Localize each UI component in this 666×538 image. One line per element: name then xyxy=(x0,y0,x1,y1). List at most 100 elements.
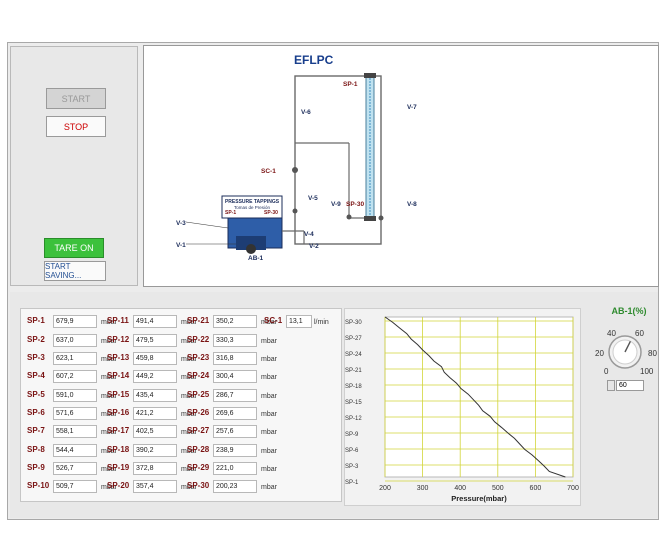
sp-26-value: 269,6 xyxy=(213,407,257,420)
y-tick-label: SP-27 xyxy=(345,336,362,342)
sc1-sensor xyxy=(292,167,298,173)
label-v6: V-6 xyxy=(301,109,311,116)
start-button[interactable]: START xyxy=(46,88,106,109)
sp-10-label: SP-10 xyxy=(27,481,50,490)
sp-24-value: 300,4 xyxy=(213,370,257,383)
sp-2-unit: mbar xyxy=(101,338,117,345)
sp-5-label: SP-5 xyxy=(27,390,45,399)
x-axis-label: Pressure(mbar) xyxy=(451,494,507,503)
sp-28-value: 238,9 xyxy=(213,444,257,457)
sp-27-unit: mbar xyxy=(261,429,277,436)
sp-5-reading: SP-5 591,0 mbar xyxy=(27,389,117,403)
sp-19-value: 372,8 xyxy=(133,462,177,475)
pump-motor xyxy=(246,244,256,254)
tick-40: 40 xyxy=(607,329,616,338)
sp-20-unit: mbar xyxy=(181,484,197,491)
sp-30-label: SP-30 xyxy=(187,481,210,490)
tick-100: 100 xyxy=(640,367,654,376)
sp-10-value: 509,7 xyxy=(53,480,97,493)
sp-29-unit: mbar xyxy=(261,466,277,473)
x-tick-label: 600 xyxy=(530,485,542,492)
pressure-profile-line xyxy=(384,316,566,478)
tappings-subtitle: Tomas de Presión xyxy=(234,205,271,210)
sp-12-label: SP-12 xyxy=(107,335,130,344)
gauge-title: AB-1(%) xyxy=(611,306,647,316)
label-sp1: SP-1 xyxy=(343,81,358,88)
sc1-label: SC-1 xyxy=(264,316,283,325)
sp-6-label: SP-6 xyxy=(27,408,45,417)
y-tick-label: SP-1 xyxy=(345,480,359,486)
sp-15-label: SP-15 xyxy=(107,390,130,399)
sp-3-value: 623,1 xyxy=(53,352,97,365)
sp-15-value: 435,4 xyxy=(133,389,177,402)
sp-30-unit: mbar xyxy=(261,484,277,491)
sp-24-unit: mbar xyxy=(261,374,277,381)
tube-cap xyxy=(364,73,376,78)
sp-20-label: SP-20 xyxy=(107,481,130,490)
knob-needle xyxy=(624,340,632,353)
sp-25-label: SP-25 xyxy=(187,390,210,399)
v5-valve xyxy=(292,208,298,214)
sp-24-label: SP-24 xyxy=(187,371,210,380)
sp-5-unit: mbar xyxy=(101,393,117,400)
label-sc1: SC-1 xyxy=(261,168,276,175)
sp-6-value: 571,6 xyxy=(53,407,97,420)
tappings-title: PRESSURE TAPPINGS xyxy=(225,199,280,205)
sp-11-value: 491,4 xyxy=(133,315,177,328)
label-v7: V-7 xyxy=(407,104,417,111)
sp-22-unit: mbar xyxy=(261,338,277,345)
tick-0: 0 xyxy=(604,367,609,376)
sp-10-unit: mbar xyxy=(101,484,117,491)
sp-23-unit: mbar xyxy=(261,356,277,363)
label-v8: V-8 xyxy=(407,201,417,208)
ab1-knob[interactable]: 40 60 20 80 0 100 xyxy=(590,316,666,402)
x-tick-label: 200 xyxy=(379,485,391,492)
sp-4-label: SP-4 xyxy=(27,371,45,380)
y-tick-label: SP-21 xyxy=(345,368,362,374)
label-v5: V-5 xyxy=(308,195,318,202)
sp-9-unit: mbar xyxy=(101,466,117,473)
tare-on-button[interactable]: TARE ON xyxy=(44,238,104,258)
sp-9-value: 526,7 xyxy=(53,462,97,475)
x-tick-label: 700 xyxy=(567,485,579,492)
sp-4-unit: mbar xyxy=(101,374,117,381)
label-v9: V-9 xyxy=(331,201,341,208)
sp-12-value: 479,5 xyxy=(133,334,177,347)
x-tick-label: 500 xyxy=(492,485,504,492)
sp-1-value: 679,9 xyxy=(53,315,97,328)
sp-7-value: 558,1 xyxy=(53,425,97,438)
sp-21-label: SP-21 xyxy=(187,316,210,325)
tube-base xyxy=(364,216,376,221)
start-saving-button[interactable]: START SAVING... xyxy=(44,261,106,281)
gauge-value[interactable]: 60 xyxy=(616,380,644,391)
sp-19-label: SP-19 xyxy=(107,463,130,472)
sc1-reading: SC-1 13,1 l/min xyxy=(264,315,344,329)
pump-body xyxy=(236,236,266,250)
tick-80: 80 xyxy=(648,349,657,358)
sp-11-label: SP-11 xyxy=(107,316,129,325)
sp-17-value: 402,5 xyxy=(133,425,177,438)
y-tick-label: SP-6 xyxy=(345,448,359,454)
sp-26-unit: mbar xyxy=(261,411,277,418)
gauge-stepper[interactable] xyxy=(607,380,615,391)
sp-5-value: 591,0 xyxy=(53,389,97,402)
y-tick-label: SP-18 xyxy=(345,384,362,390)
y-tick-label: SP-24 xyxy=(345,352,362,358)
stop-button[interactable]: STOP xyxy=(46,116,106,137)
sp-7-label: SP-7 xyxy=(27,426,45,435)
sp-22-label: SP-22 xyxy=(187,335,210,344)
sp-21-unit: mbar xyxy=(261,319,277,326)
